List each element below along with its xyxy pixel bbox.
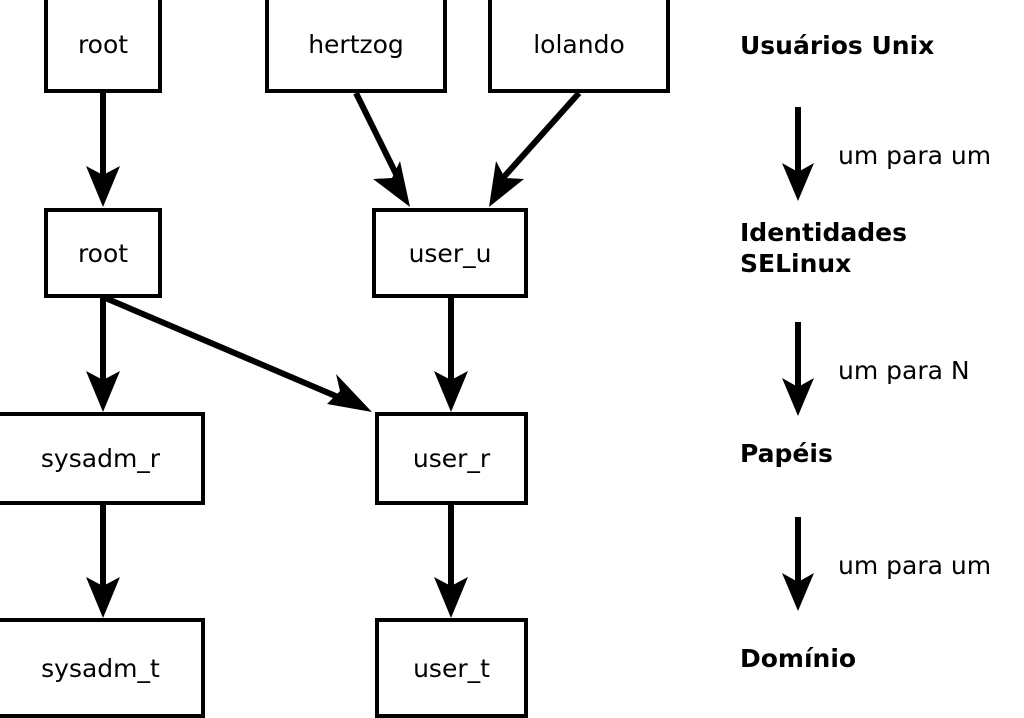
legend-level-selinux-identities-line1: Identidades (740, 218, 907, 247)
node-label: root (77, 30, 129, 59)
node-unix-hertzog[interactable]: hertzog (265, 0, 447, 93)
node-label: sysadm_t (41, 653, 160, 683)
node-identity-root[interactable]: root (44, 208, 162, 298)
node-identity-user-u[interactable]: user_u (372, 208, 528, 298)
legend-level-unix-users: Usuários Unix (740, 31, 935, 60)
node-label: root (77, 238, 129, 268)
legend-arrow-roles-to-domains (782, 517, 814, 611)
legend-relation-identities-to-roles: um para N (838, 356, 970, 385)
node-label: lolando (533, 30, 625, 59)
node-unix-root[interactable]: root (44, 0, 162, 93)
node-role-user-r[interactable]: user_r (375, 412, 528, 505)
node-label: user_t (413, 653, 490, 683)
legend-relation-roles-to-domains: um para um (838, 551, 992, 580)
edge-id-root-to-user-r (101, 294, 372, 412)
edge-user-r-to-user-t (434, 505, 468, 618)
node-label: sysadm_r (40, 444, 161, 473)
node-label: hertzog (308, 30, 404, 59)
node-label: user_r (412, 444, 491, 473)
legend-relation-users-to-identities: um para um (838, 141, 992, 170)
edge-lolando-to-user-u (489, 91, 582, 207)
node-role-sysadm-r[interactable]: sysadm_r (0, 412, 205, 505)
legend-arrow-users-to-identities (782, 107, 814, 201)
legend-level-roles: Papéis (740, 439, 833, 468)
node-domain-user-t[interactable]: user_t (375, 618, 528, 718)
node-domain-sysadm-t[interactable]: sysadm_t (0, 618, 205, 718)
edge-unix-root-to-id-root (86, 93, 120, 207)
legend-arrow-identities-to-roles (782, 322, 814, 416)
node-unix-lolando[interactable]: lolando (488, 0, 670, 93)
edge-id-root-to-sysadm-r (86, 297, 120, 412)
legend-level-selinux-identities-line2: SELinux (740, 248, 852, 278)
node-label: user_u (408, 238, 492, 268)
edge-user-u-to-user-r (434, 298, 468, 412)
legend-level-selinux-identities: Identidades SELinux (740, 218, 907, 279)
edge-hertzog-to-user-u (353, 91, 410, 207)
edge-sysadm-r-to-sysadm-t (86, 505, 120, 618)
legend-level-domains: Domínio (740, 644, 857, 673)
